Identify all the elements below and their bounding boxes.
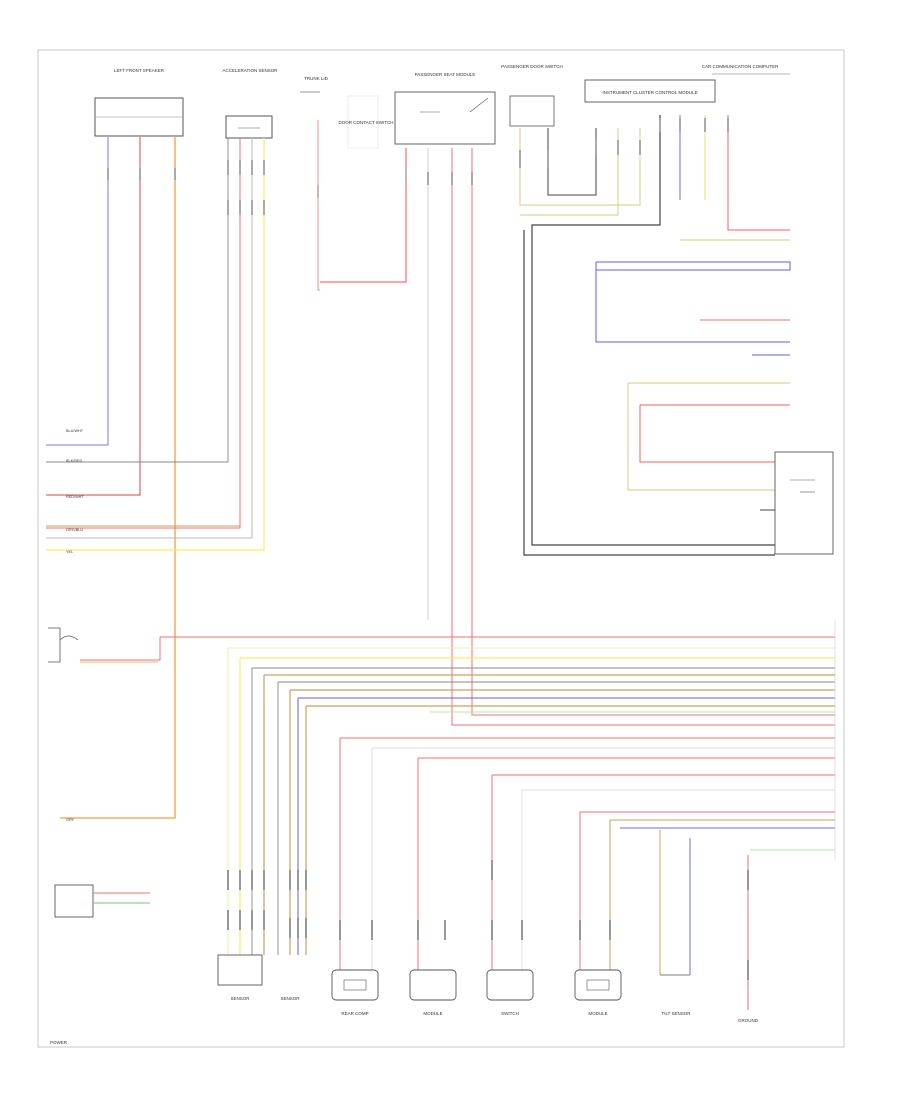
left-front-speaker: LEFT FRONT SPEAKER bbox=[94, 68, 184, 137]
sensor-mid: SENSOR bbox=[280, 996, 300, 1001]
diagram-border bbox=[37, 49, 845, 1048]
module-2: MODULE bbox=[574, 969, 622, 1016]
switch-1-label: SWITCH bbox=[501, 1011, 519, 1016]
passenger-seat-module: PASSENGER SEAT MODULE bbox=[394, 72, 496, 145]
tilt-sensor-label: TILT SENSOR bbox=[661, 1011, 691, 1016]
passenger-seat-module-label: PASSENGER SEAT MODULE bbox=[415, 72, 476, 77]
door-contact-switch-label: DOOR CONTACT SWITCH bbox=[338, 120, 393, 125]
ground: GROUND bbox=[738, 1018, 759, 1023]
acceleration-sensor-label: ACCELERATION SENSOR bbox=[223, 68, 279, 73]
rear-comp: REAR COMP bbox=[331, 969, 379, 1016]
left-front-speaker-label: LEFT FRONT SPEAKER bbox=[114, 68, 165, 73]
acceleration-sensor: ACCELERATION SENSOR bbox=[223, 68, 279, 139]
rear-comp-label: REAR COMP bbox=[341, 1011, 368, 1016]
sensor-mid-label: SENSOR bbox=[280, 996, 300, 1001]
module-1-label: MODULE bbox=[423, 1011, 442, 1016]
module-1: MODULE bbox=[409, 969, 457, 1016]
sensor-left-label: SENSOR bbox=[230, 996, 250, 1001]
car-communication-label: CAR COMMUNICATION COMPUTER bbox=[702, 64, 779, 69]
wire-label-yel: YEL bbox=[66, 550, 73, 554]
car-communication-computer: CAR COMMUNICATION COMPUTER bbox=[702, 64, 790, 75]
passenger-door-switch: PASSENGER DOOR SWITCH bbox=[501, 64, 563, 127]
wire-label-blu-wht: BLU/WHT bbox=[66, 429, 84, 433]
instrument-cluster: INSTRUMENT CLUSTER CONTROL MODULE bbox=[584, 79, 716, 103]
module-2-label: MODULE bbox=[588, 1011, 607, 1016]
left-mid-component bbox=[48, 627, 79, 663]
trunk-lid: TRUNK LID bbox=[300, 76, 329, 93]
bottom-left-component bbox=[54, 884, 150, 918]
tilt-sensor-right bbox=[774, 451, 834, 555]
wire-label-blk-red: BLK/RED bbox=[66, 459, 83, 463]
trunk-lid-label: TRUNK LID bbox=[304, 76, 329, 81]
tilt-sensor-bottom: TILT SENSOR bbox=[660, 974, 691, 1016]
wire-label-org-blu: ORG/BLU bbox=[66, 528, 83, 532]
door-contact-switch: DOOR CONTACT SWITCH bbox=[338, 95, 394, 149]
left-connectors bbox=[107, 160, 265, 215]
wire-label-red-wht: RED/WHT bbox=[66, 495, 84, 499]
wire-label-gry: GRY bbox=[66, 818, 75, 822]
ground-label: GROUND bbox=[738, 1018, 759, 1023]
page-label: POWER bbox=[50, 1040, 68, 1045]
instrument-cluster-label: INSTRUMENT CLUSTER CONTROL MODULE bbox=[602, 90, 697, 95]
passenger-door-switch-label: PASSENGER DOOR SWITCH bbox=[501, 64, 562, 69]
sensor-left: SENSOR bbox=[217, 954, 263, 1001]
switch-1: SWITCH bbox=[486, 969, 534, 1016]
